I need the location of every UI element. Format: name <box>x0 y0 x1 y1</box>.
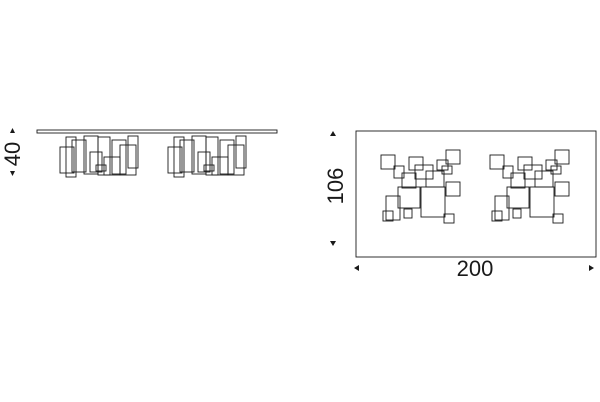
depth-dimension-label: 106 <box>323 167 348 205</box>
triangle-arrow-icon <box>330 131 336 136</box>
triangle-arrow-icon <box>589 265 594 271</box>
width-dimension-arrows <box>354 265 594 271</box>
plan-cluster-right <box>489 149 570 224</box>
top-plan-view <box>355 130 597 258</box>
plan-outline <box>355 130 597 258</box>
width-dimension-label: 200 <box>456 256 494 281</box>
depth-dimension-arrows <box>330 131 336 246</box>
triangle-arrow-icon <box>330 241 336 246</box>
side-cluster-right <box>167 135 247 178</box>
side-elevation-view <box>36 129 278 178</box>
height-dimension-arrows <box>10 128 15 176</box>
height-dimension-label: 40 <box>0 141 25 167</box>
triangle-arrow-icon <box>10 128 15 133</box>
plan-cluster-left <box>380 149 461 224</box>
side-cluster-left <box>59 135 139 178</box>
triangle-arrow-icon <box>10 171 15 176</box>
triangle-arrow-icon <box>354 265 359 271</box>
ceiling-plate <box>36 129 278 134</box>
